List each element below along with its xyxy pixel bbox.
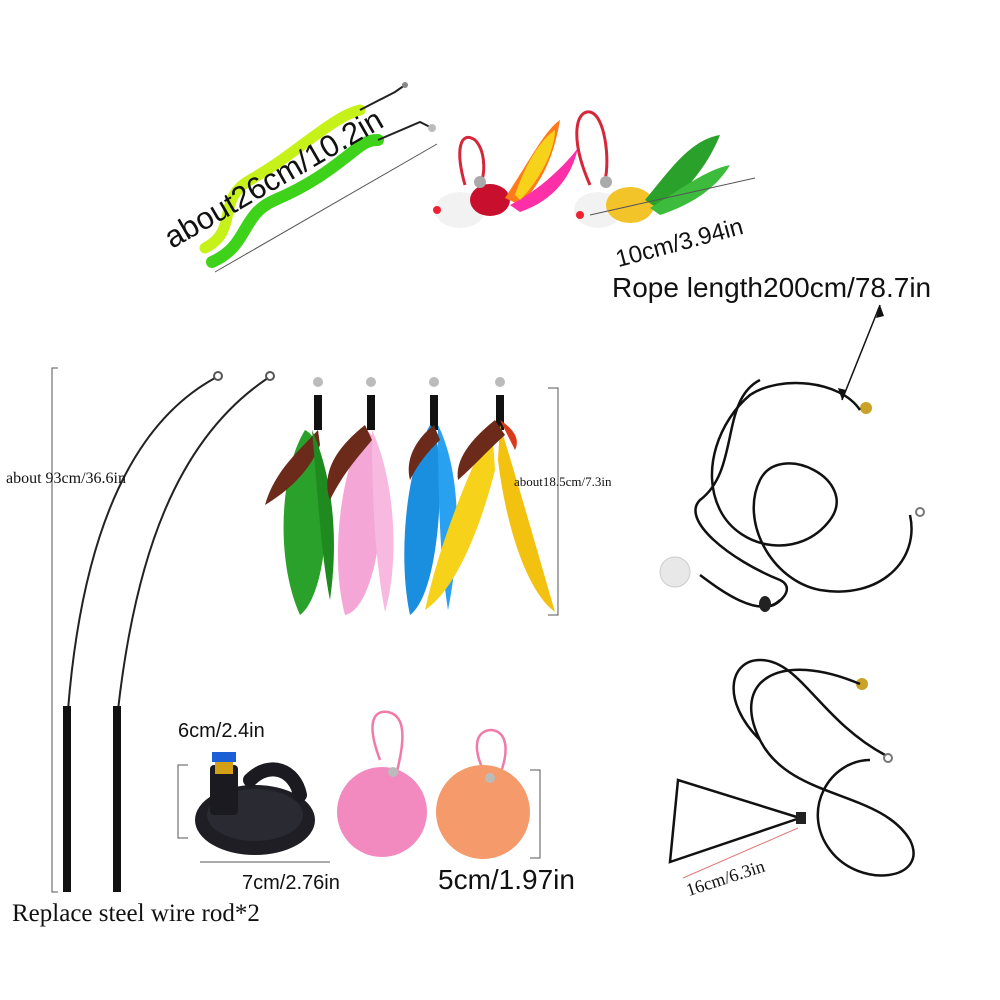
feather-size-label: about18.5cm/7.3in	[514, 474, 612, 489]
suction-height-label: 6cm/2.4in	[178, 720, 265, 742]
mouse-toy-yellow	[574, 110, 730, 228]
ball-size-label: 5cm/1.97in	[438, 864, 575, 895]
rope-with-suction-cup	[659, 304, 925, 612]
rod-length-label: about 93cm/36.6in	[6, 470, 126, 487]
mouse-toy-red	[433, 120, 578, 228]
rope-length-label: Rope length200cm/78.7in	[612, 272, 932, 303]
suction-width-label: 7cm/2.76in	[242, 872, 340, 894]
rod-caption: Replace steel wire rod*2	[12, 900, 260, 927]
plush-balls	[337, 710, 530, 859]
feather-teasers	[265, 377, 555, 615]
door-hanger	[668, 658, 915, 877]
steel-wire-rods	[63, 371, 275, 892]
suction-cup-hook	[195, 752, 315, 855]
worm-teasers	[199, 82, 436, 268]
